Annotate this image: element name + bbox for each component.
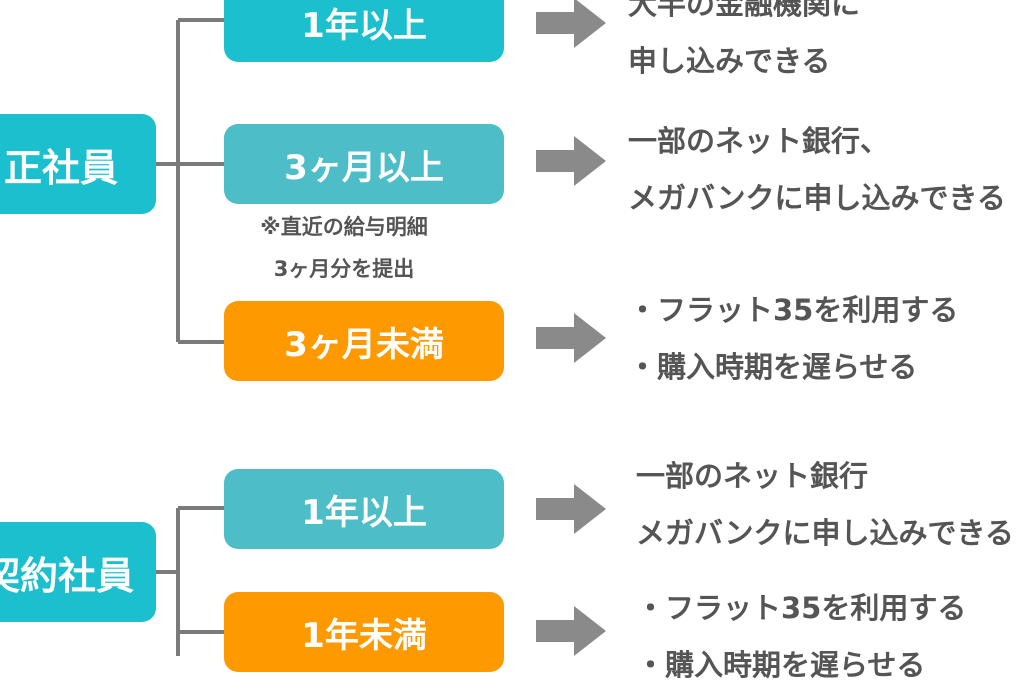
result-text: 一部のネット銀行、 メガバンクに申し込みできる	[628, 113, 1006, 227]
result-line: 一部のネット銀行、	[628, 124, 890, 158]
result-line: メガバンクに申し込みできる	[628, 181, 1006, 215]
category-box-seishain: 正社員	[0, 114, 156, 214]
category-label: 正社員	[3, 145, 118, 190]
result-line: ・購入時期を遅らせる	[628, 350, 918, 384]
result-line: 大半の金融機関に	[628, 0, 861, 21]
result-text: 一部のネット銀行 メガバンクに申し込みできる	[636, 448, 1014, 562]
category-label: 契約社員	[0, 553, 134, 598]
right-arrow-icon	[536, 484, 606, 534]
branch-label: 3ヶ月以上	[284, 147, 444, 188]
right-arrow-icon	[536, 136, 606, 186]
result-text: 大半の金融機関に 申し込みできる	[628, 0, 860, 90]
right-arrow-icon	[536, 606, 606, 656]
right-arrow-icon	[536, 313, 606, 363]
result-line: ・フラット35を利用する	[628, 293, 959, 327]
branch-box-1nen-ijo: 1年以上	[224, 469, 504, 549]
note-line: ※直近の給与明細	[260, 215, 428, 239]
result-text: ・フラット35を利用する ・購入時期を遅らせる	[628, 282, 958, 396]
branch-box-1nen-miman: 1年未満	[224, 592, 504, 672]
result-line: 申し込みできる	[628, 44, 831, 78]
branch-label: 1年以上	[301, 5, 427, 46]
result-line: メガバンクに申し込みできる	[636, 516, 1014, 550]
branch-label: 1年以上	[301, 492, 427, 533]
connector-lines	[155, 18, 226, 656]
branch-label: 3ヶ月未満	[284, 324, 444, 365]
result-line: 一部のネット銀行	[636, 459, 869, 493]
result-text: ・フラット35を利用する ・購入時期を遅らせる	[636, 580, 966, 694]
branch-label: 1年未満	[301, 615, 427, 656]
result-line: ・購入時期を遅らせる	[636, 648, 926, 682]
result-line: ・フラット35を利用する	[636, 591, 967, 625]
category-box-keiyaku: 契約社員	[0, 522, 156, 622]
branch-box-3kagetsu-miman: 3ヶ月未満	[224, 301, 504, 381]
right-arrow-icon	[536, 0, 606, 48]
branch-box-1nen-ijo: 1年以上	[224, 0, 504, 62]
note-line: 3ヶ月分を提出	[273, 257, 415, 281]
payslip-note: ※直近の給与明細 3ヶ月分を提出	[224, 206, 464, 290]
branch-box-3kagetsu-ijo: 3ヶ月以上	[224, 124, 504, 204]
